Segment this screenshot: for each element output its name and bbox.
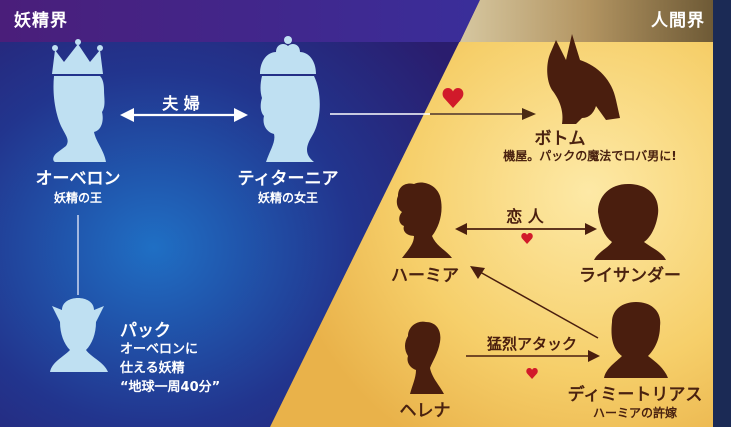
heart-icon: [442, 88, 464, 108]
bottom-name: ボトム: [534, 129, 586, 149]
oberon-name: オーベロン: [35, 169, 121, 189]
hermia-name: ハーミア: [391, 266, 459, 286]
woman-silhouette-icon: [405, 321, 444, 394]
puck-desc-line: オーベロンに: [120, 342, 199, 357]
lovers-label: 恋 人: [506, 207, 544, 226]
man-silhouette-icon: [594, 184, 666, 260]
helena-name: ヘレナ: [399, 401, 451, 421]
bottom-desc: 機屋。パックの魔法でロバ男に!: [503, 149, 677, 163]
elf-silhouette-icon: [50, 298, 108, 372]
demetrius-to-hermia-arrow: [470, 266, 599, 339]
puck-name: パック: [120, 321, 171, 341]
crowned-king-silhouette-icon: [52, 39, 106, 162]
donkey-head-icon: [547, 34, 620, 124]
realm-label-fairy: 妖精界: [14, 11, 68, 31]
tiara-queen-silhouette-icon: [260, 36, 320, 162]
woman-silhouette-icon: [396, 182, 452, 258]
lysander-name: ライサンダー: [579, 266, 681, 286]
titania-bottom-arrow: [330, 108, 536, 120]
lovers-arrow: [455, 223, 597, 235]
pursuit-arrow: [466, 350, 600, 362]
demetrius-name: ディミートリアス: [567, 385, 703, 405]
heart-icon: [526, 368, 538, 379]
puck-desc: オーベロンに 仕える妖精 “地球一周40分”: [120, 340, 220, 397]
couple-arrow: [120, 108, 248, 122]
puck-desc-line: 仕える妖精: [120, 361, 185, 376]
couple-label: 夫 婦: [162, 94, 200, 113]
titania-desc: 妖精の女王: [257, 191, 318, 205]
pursuit-label: 猛烈アタック: [486, 335, 577, 353]
oberon-desc: 妖精の王: [53, 191, 102, 205]
puck-desc-line: “地球一周40分”: [120, 380, 221, 395]
demetrius-desc: ハーミアの許嫁: [592, 406, 677, 420]
realm-label-human: 人間界: [651, 11, 705, 31]
man-silhouette-icon: [604, 302, 668, 378]
titania-name: ティターニア: [237, 169, 339, 189]
heart-icon: [521, 233, 533, 244]
